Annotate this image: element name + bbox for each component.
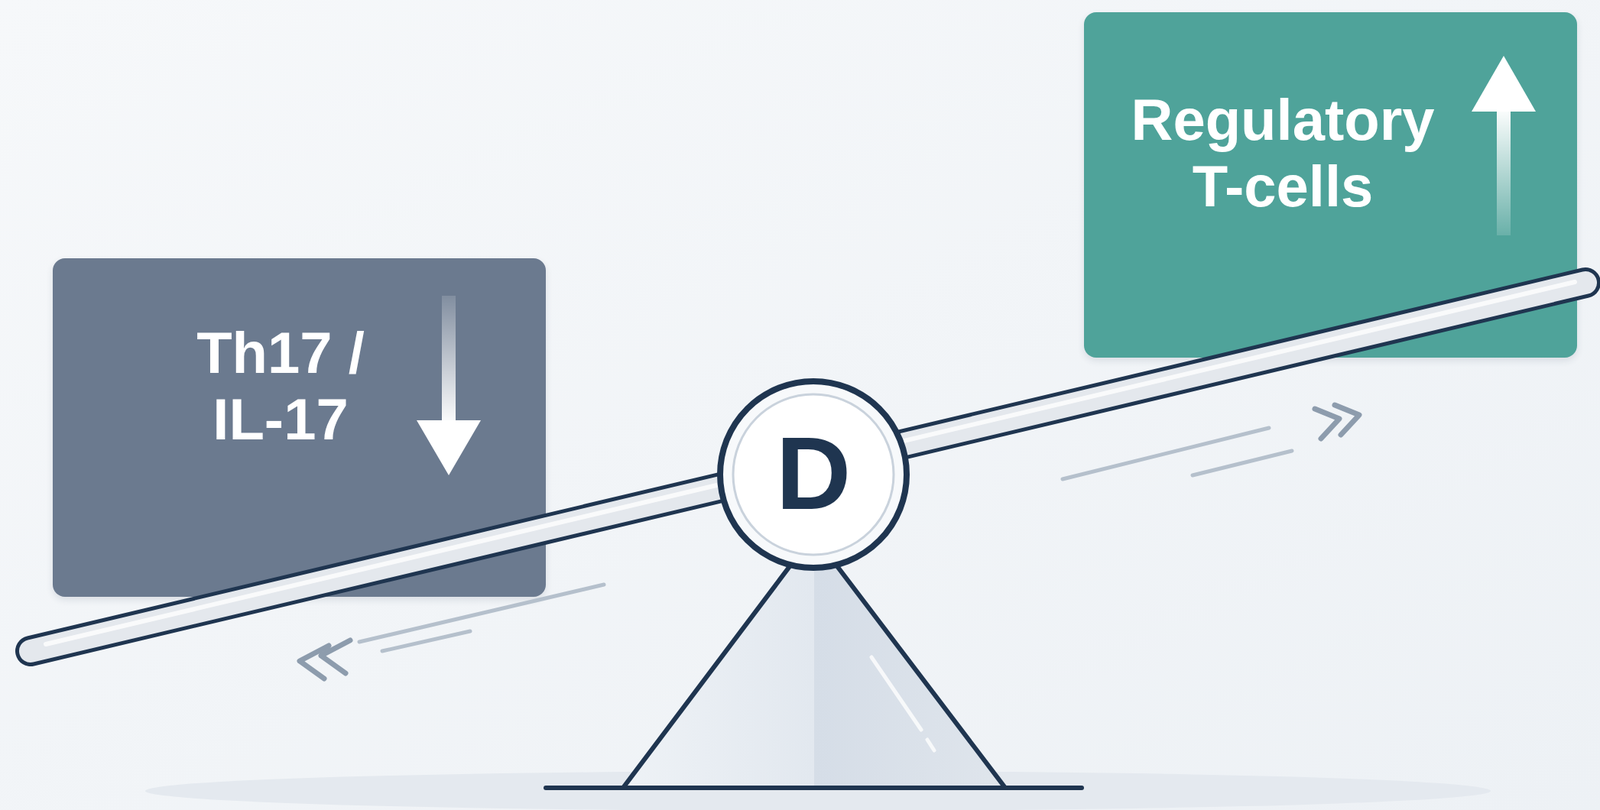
beam (30, 282, 1586, 652)
down-arrow-head (416, 420, 481, 476)
motion-chevrons (299, 640, 351, 679)
fulcrum-circle: D (716, 377, 911, 572)
beam-outline (30, 282, 1586, 652)
decrease-box: Th17 / IL-17 (52, 258, 546, 598)
motion-chevrons (1314, 405, 1360, 439)
fulcrum-ring (720, 381, 907, 568)
ground-shadow (145, 771, 1491, 810)
ground-line (545, 785, 1082, 791)
motion-lines (359, 584, 604, 652)
up-arrow-head (1471, 55, 1536, 112)
beam-highlight (45, 282, 1575, 645)
motion-lines (1062, 428, 1292, 480)
box-label: Th17 / IL-17 (165, 319, 396, 454)
fulcrum-letter: D (716, 413, 911, 533)
increase-box: Regulatory T-cells (1083, 12, 1578, 358)
down-arrow-shaft (441, 295, 456, 426)
fulcrum-highlight (871, 657, 922, 731)
fulcrum-highlight (927, 739, 935, 751)
circle-outline (716, 377, 911, 572)
up-arrow-shaft (1496, 107, 1511, 236)
fulcrum-inner-ring (733, 394, 894, 555)
box-label: Regulatory T-cells (1106, 86, 1459, 221)
fulcrum-triangle (623, 535, 1006, 789)
